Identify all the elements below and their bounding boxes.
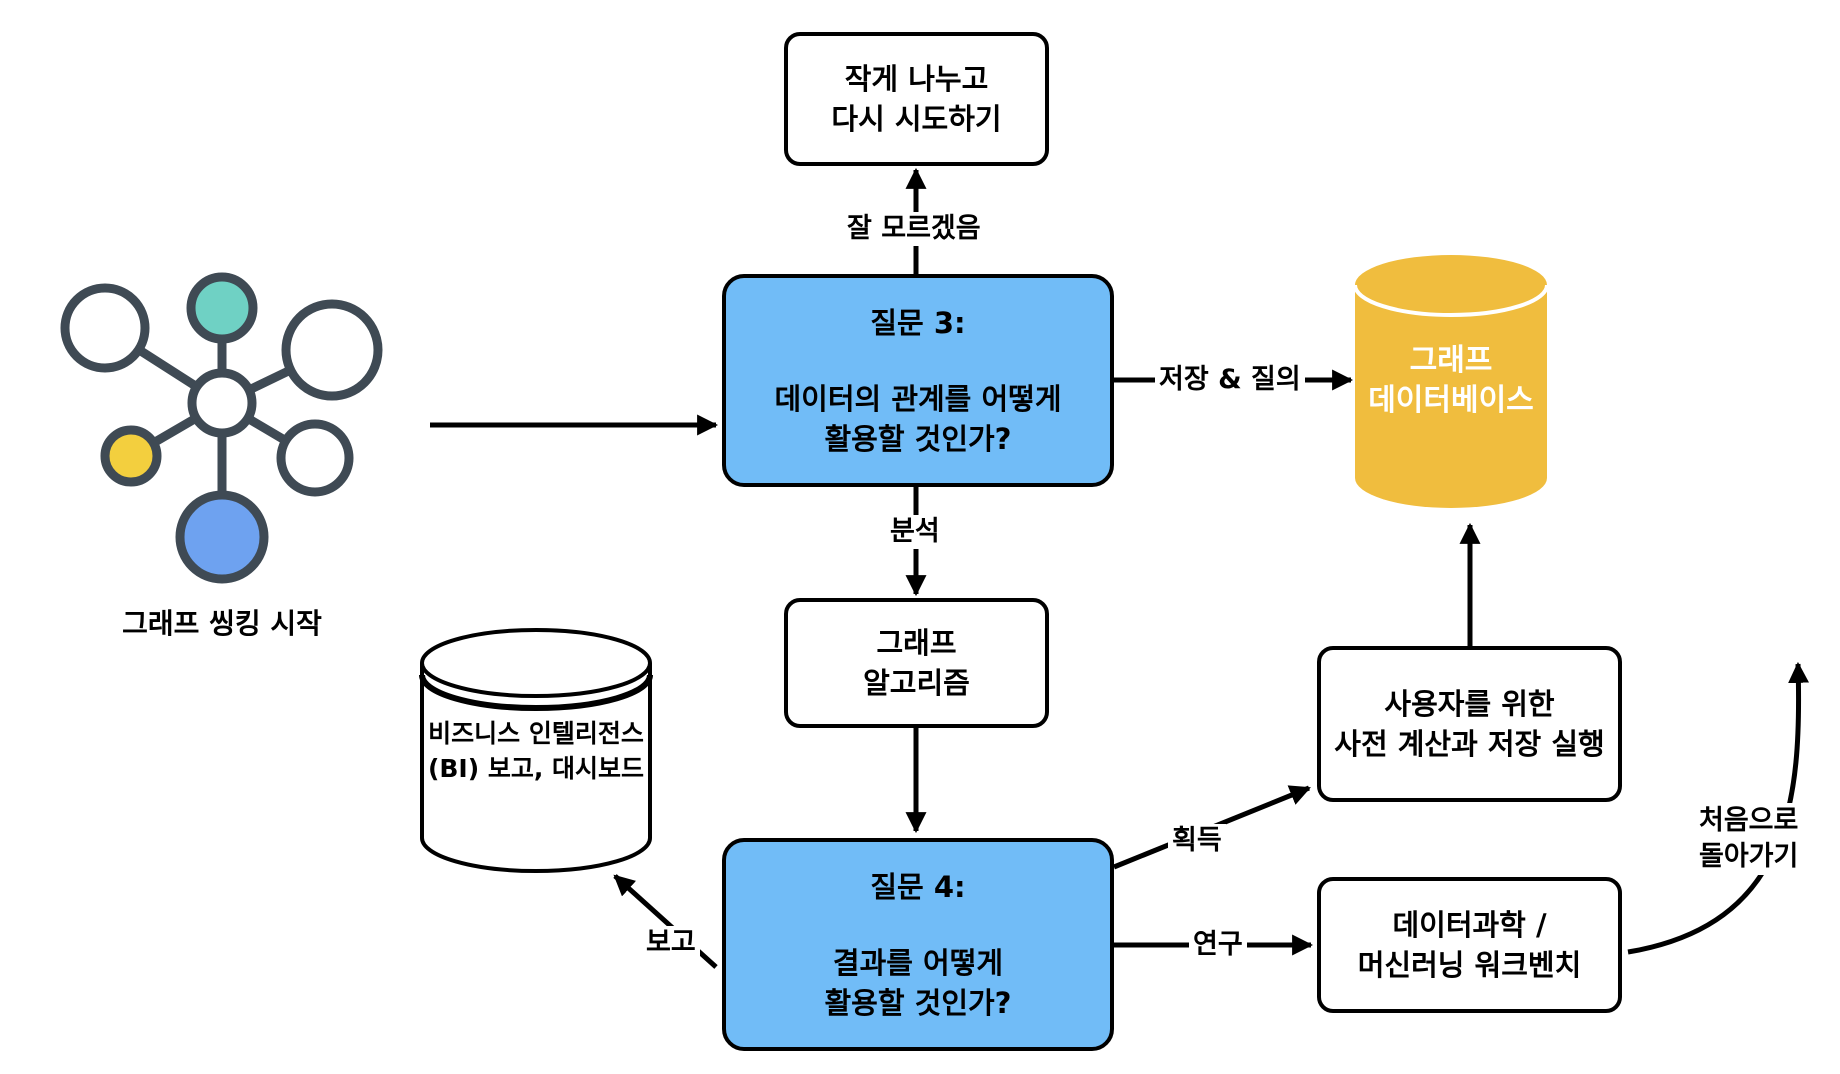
precompute-box: 사용자를 위한 사전 계산과 저장 실행 [1317,646,1622,802]
precompute-line1: 사용자를 위한 [1384,687,1555,721]
graph-db-label-line2: 데이터베이스 [1368,383,1534,418]
question-3-title: 질문 3: [870,305,966,340]
graph-algorithm-line1: 그래프 [876,626,957,660]
edge-label-acquire: 획득 [1168,824,1226,858]
question-4-box: 질문 4: 결과를 어떻게 활용할 것인가? [722,838,1114,1051]
graph-algorithm-line2: 알고리즘 [863,666,970,700]
retry-line2: 다시 시도하기 [831,102,1002,136]
question-3-line2: 활용할 것인가? [824,421,1012,456]
question-3-box: 질문 3: 데이터의 관계를 어떻게 활용할 것인가? [722,274,1114,487]
edge-label-report: 보고 [642,926,700,960]
back-label-line2: 돌아가기 [1699,841,1799,872]
bi-database-cylinder [419,628,653,873]
question-4-line2: 활용할 것인가? [824,985,1012,1020]
retry-box: 작게 나누고 다시 시도하기 [784,32,1049,166]
question-3-line1: 데이터의 관계를 어떻게 [774,381,1062,416]
bi-label-line1: 비즈니스 인텔리전스 [428,719,644,748]
graph-db-label-line1: 그래프 [1410,343,1493,378]
edge-label-research: 연구 [1189,928,1247,962]
retry-line1: 작게 나누고 [844,62,989,96]
edge-label-back-to-start: 처음으로 돌아가기 [1695,803,1803,875]
start-label: 그래프 씽킹 시작 [122,607,322,640]
question-4-line1: 결과를 어떻게 [832,945,1004,980]
edge-label-analysis: 분석 [886,515,944,549]
edge-label-store-query: 저장 & 질의 [1155,363,1305,397]
bi-label-line2: (BI) 보고, 대시보드 [428,754,644,783]
back-label-line1: 처음으로 [1699,805,1799,836]
graph-network-icon [60,272,383,584]
workbench-line2: 머신러닝 워크벤치 [1357,948,1582,982]
workbench-line1: 데이터과학 / [1392,908,1547,942]
graph-algorithm-box: 그래프 알고리즘 [784,598,1049,728]
workbench-box: 데이터과학 / 머신러닝 워크벤치 [1317,877,1622,1013]
graph-database-cylinder [1353,255,1549,508]
precompute-line2: 사전 계산과 저장 실행 [1334,727,1605,761]
edge-label-unsure: 잘 모르겠음 [843,212,985,246]
question-4-title: 질문 4: [870,869,966,904]
